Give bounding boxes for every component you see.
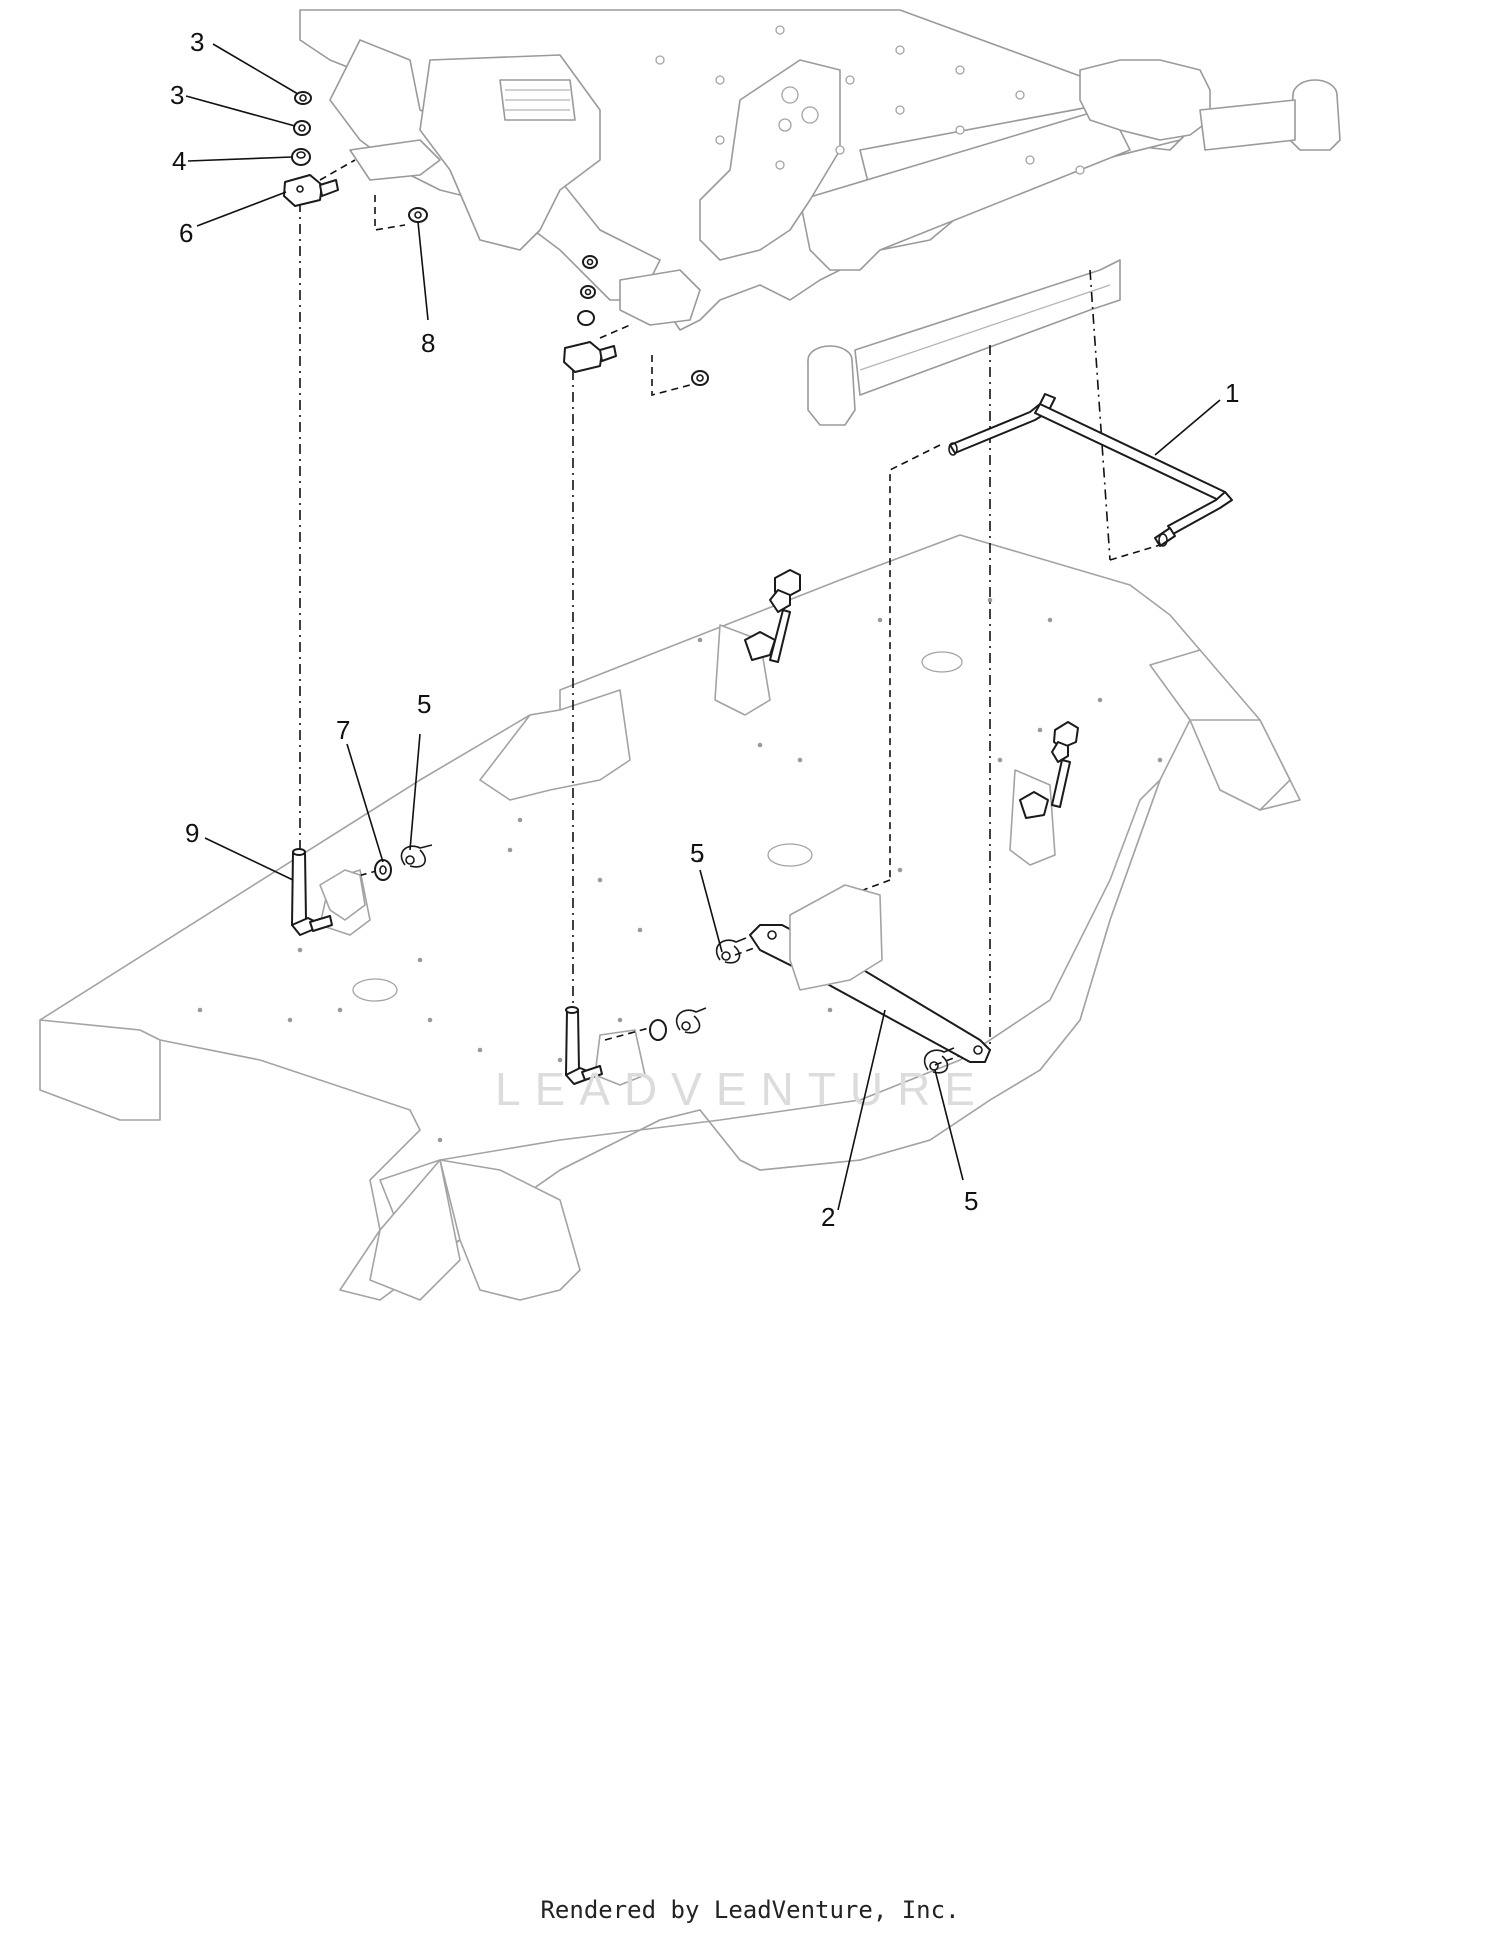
callout-2: 2 xyxy=(821,1202,835,1232)
washer-icon xyxy=(374,859,392,881)
nut-icon xyxy=(582,255,598,269)
swivel-block-icon xyxy=(283,174,339,207)
callout-leaders xyxy=(185,43,1221,1211)
hairpin-clip-icon xyxy=(400,844,433,868)
washer-icon xyxy=(577,310,595,326)
nut-icon xyxy=(294,91,312,105)
footer-credit: Rendered by LeadVenture, Inc. xyxy=(540,1896,960,1924)
callout-5-middle: 5 xyxy=(690,838,704,868)
swivel-block-icon xyxy=(563,341,617,373)
callout-1: 1 xyxy=(1225,378,1239,408)
deck-rod-icon xyxy=(565,1006,603,1085)
callout-5-left: 5 xyxy=(417,689,431,719)
hardware-parts xyxy=(283,91,1233,1085)
nut-icon xyxy=(293,120,311,136)
callout-3-upper: 3 xyxy=(190,27,204,57)
callout-8: 8 xyxy=(421,328,435,358)
callout-9: 9 xyxy=(185,818,199,848)
callout-5-right: 5 xyxy=(964,1186,978,1216)
nut-icon xyxy=(580,285,596,299)
alignment-lines xyxy=(299,159,1161,1066)
grease-fitting-icon xyxy=(1019,721,1079,819)
nut-icon xyxy=(408,207,428,223)
support-rod-icon xyxy=(948,393,1233,547)
callout-4: 4 xyxy=(172,146,186,176)
watermark-text: LEADVENTURE xyxy=(495,1063,989,1115)
hairpin-clip-icon xyxy=(715,937,747,964)
washer-icon xyxy=(291,148,311,166)
hairpin-clip-icon xyxy=(675,1007,707,1034)
deck-rod-icon xyxy=(291,848,333,936)
callout-6: 6 xyxy=(179,218,193,248)
grease-fitting-icon xyxy=(744,569,801,663)
callouts: 3 3 4 6 8 1 7 5 9 5 2 5 xyxy=(170,27,1239,1232)
mower-deck xyxy=(39,534,1301,1301)
washer-icon xyxy=(649,1019,667,1041)
callout-3-lower: 3 xyxy=(170,80,184,110)
tractor-frame xyxy=(299,9,1341,426)
nut-icon xyxy=(691,370,709,386)
callout-7: 7 xyxy=(336,715,350,745)
